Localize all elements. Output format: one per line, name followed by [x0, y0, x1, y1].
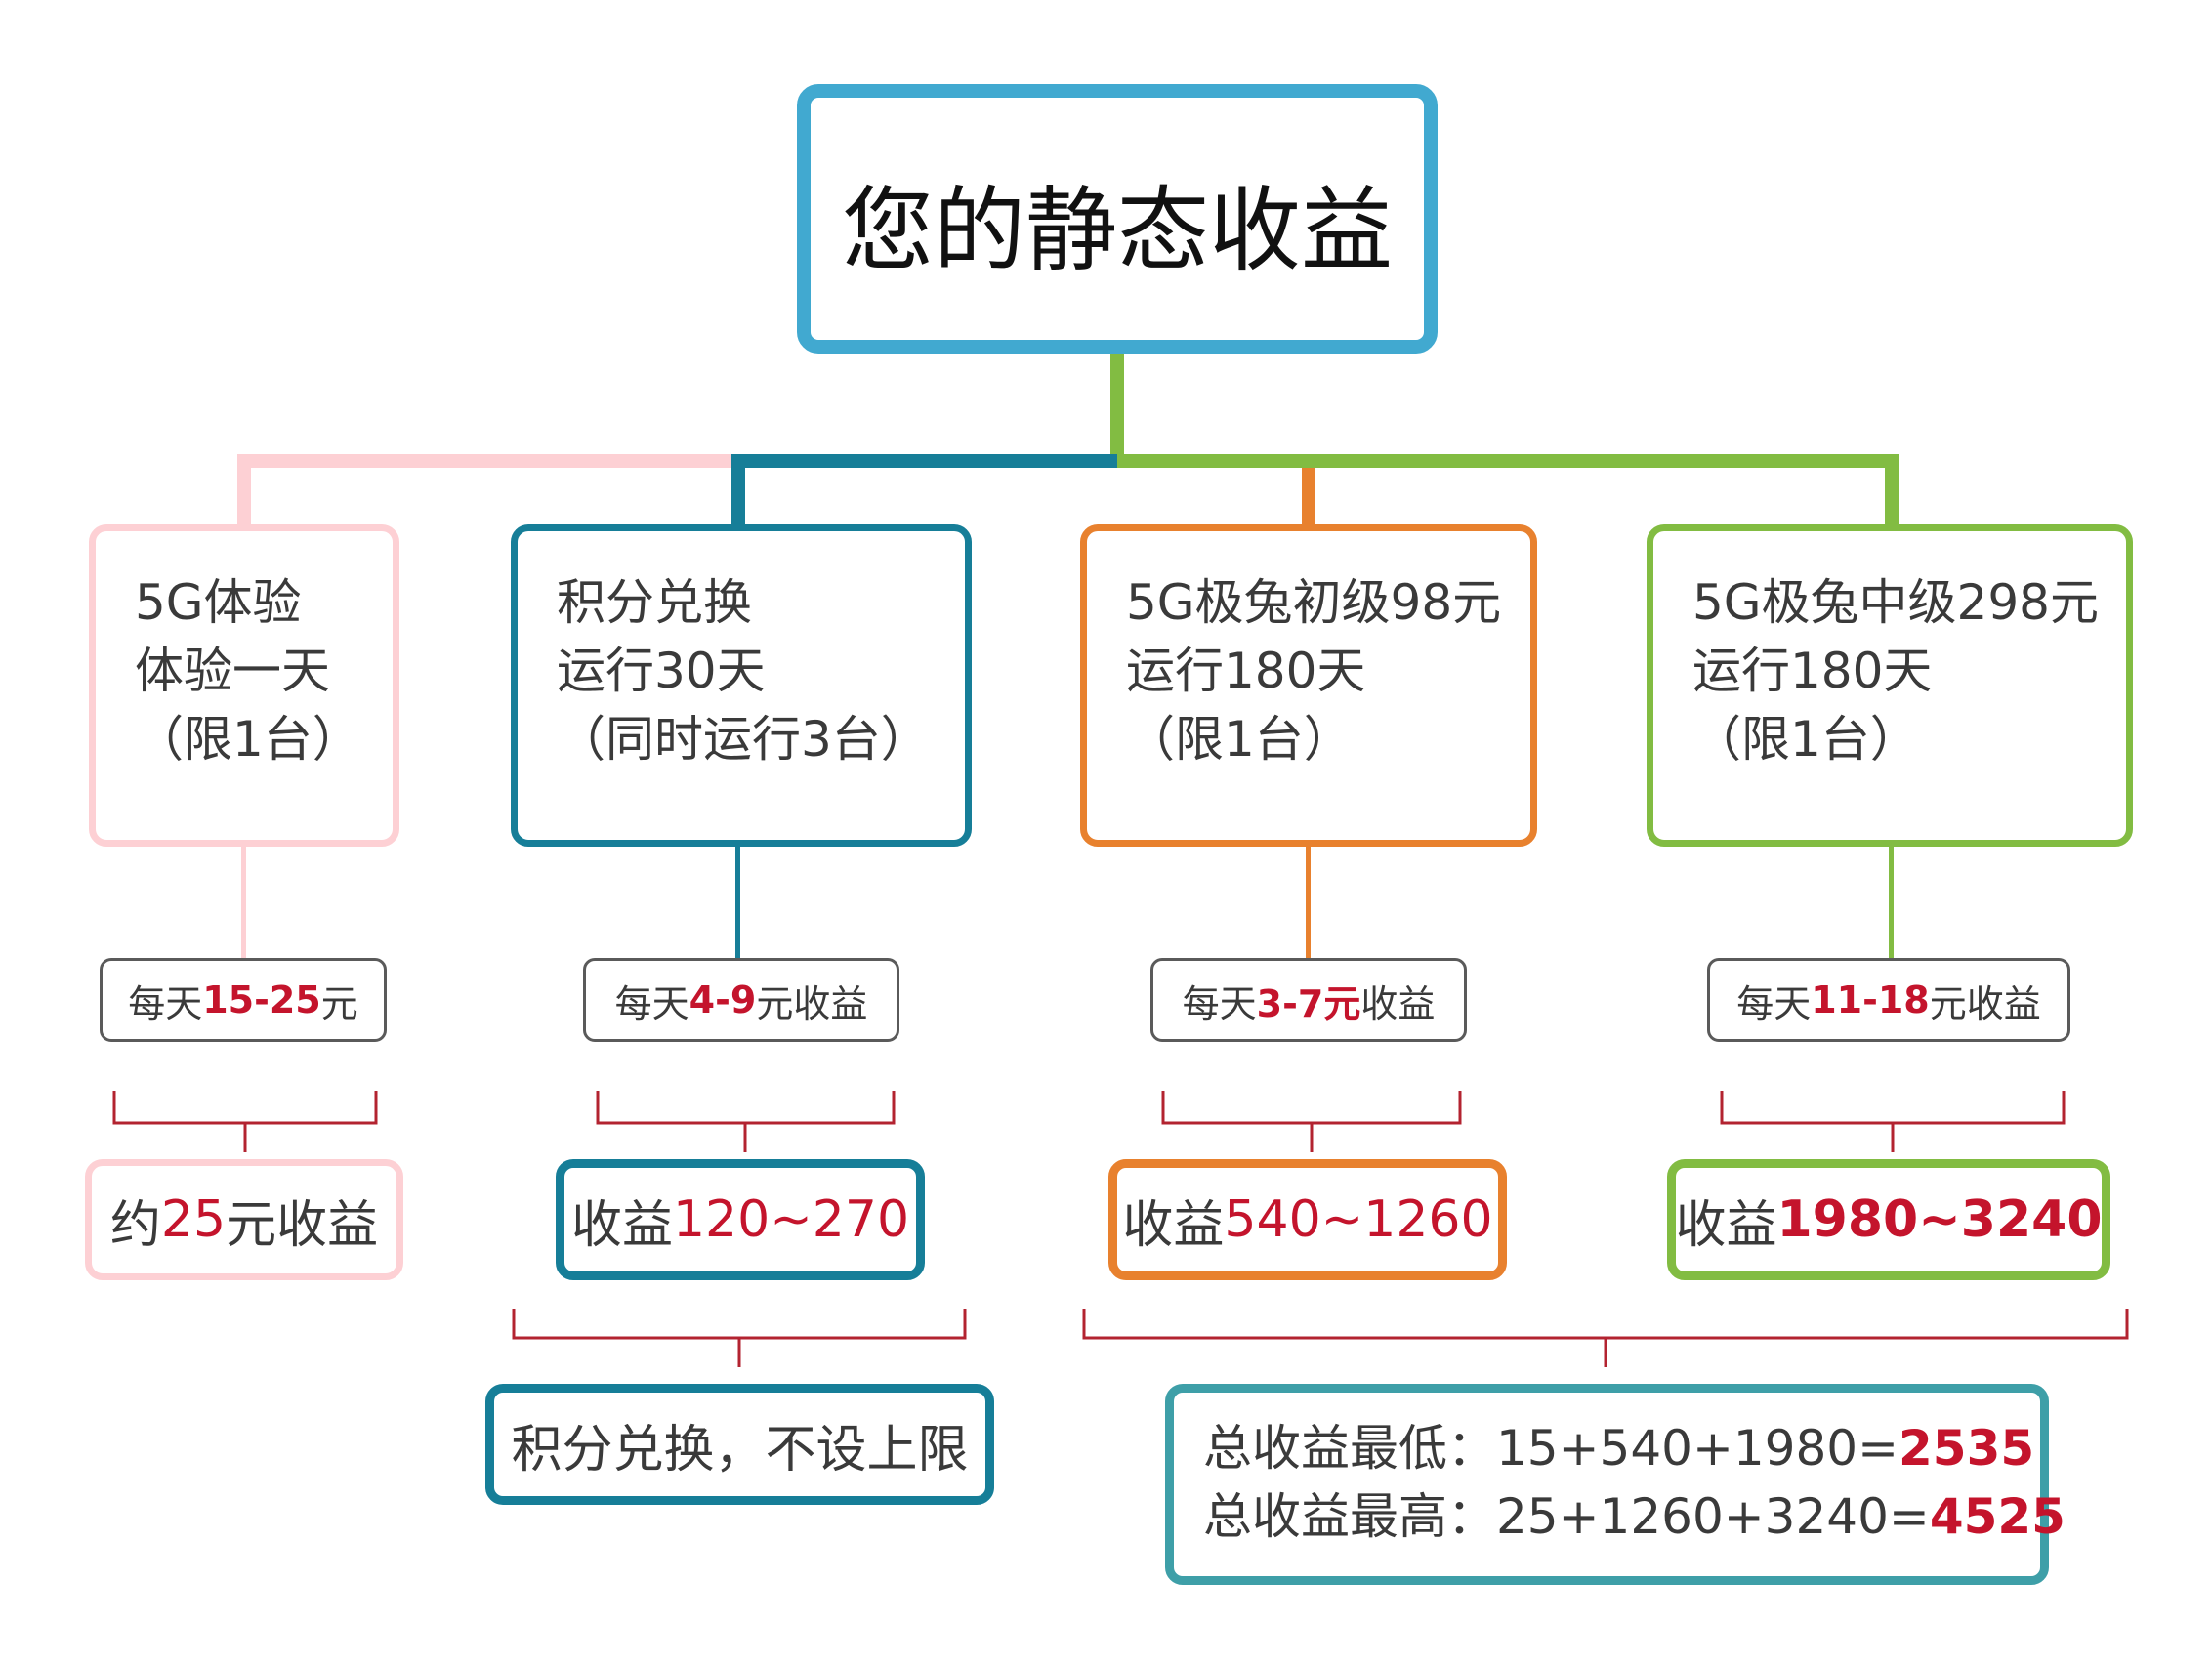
stem-pink	[241, 847, 246, 958]
summary-max-value: 4525	[1929, 1488, 2066, 1545]
daily-value: 3-7元	[1256, 981, 1361, 1025]
daily-value: 4-9	[689, 979, 757, 1021]
drop-pink	[237, 454, 251, 524]
result-value: 540~1260	[1224, 1190, 1493, 1249]
daily-suffix: 元	[320, 981, 358, 1025]
summary-box: 总收益最低：15+540+1980=2535 总收益最高：25+1260+324…	[1165, 1384, 2066, 1585]
package-line: （限1台）	[135, 711, 361, 768]
result-prefix: 收益	[570, 1195, 673, 1255]
page-title: 您的静态收益	[841, 178, 1393, 284]
daily-suffix: 元收益	[756, 981, 868, 1025]
result-value: 1980~3240	[1776, 1190, 2103, 1249]
package-line: 积分兑换	[557, 574, 752, 631]
summary-max-label: 总收益最高：25+1260+3240=	[1203, 1488, 1930, 1545]
package-box-5g-trial: 5G体验 体验一天 （限1台）	[89, 524, 399, 847]
package-line: 5G体验	[135, 574, 302, 631]
drop-green	[1885, 454, 1899, 524]
result-value: 120~270	[672, 1190, 910, 1249]
package-line: 5G极兔初级98元	[1126, 574, 1502, 631]
daily-prefix: 每天	[128, 981, 203, 1025]
root-stem	[1110, 354, 1124, 461]
daily-value: 15-25	[202, 979, 321, 1021]
bracket-5	[512, 1309, 967, 1367]
drop-teal	[731, 454, 745, 524]
bracket-3	[1161, 1091, 1462, 1152]
summary-min-label: 总收益最低：15+540+1980=	[1203, 1420, 1899, 1477]
branch-bar-pink	[237, 454, 737, 468]
package-line: 体验一天	[135, 643, 330, 699]
result-prefix: 约	[109, 1195, 161, 1255]
bracket-2	[596, 1091, 896, 1152]
daily-prefix: 每天	[1182, 981, 1257, 1025]
package-line: （限1台）	[1126, 711, 1353, 768]
summary-min-value: 2535	[1899, 1420, 2035, 1477]
package-line: （限1台）	[1692, 711, 1919, 768]
stem-teal	[735, 847, 740, 958]
daily-prefix: 每天	[1736, 981, 1812, 1025]
package-line: 运行180天	[1692, 643, 1933, 699]
summary-max-line: 总收益最高：25+1260+3240=4525	[1203, 1482, 2066, 1551]
daily-value: 11-18	[1811, 979, 1930, 1021]
root-box: 您的静态收益	[797, 84, 1438, 354]
package-line: 运行180天	[1126, 643, 1366, 699]
bracket-4	[1720, 1091, 2066, 1152]
result-prefix: 收益	[1122, 1195, 1225, 1255]
points-unlimited-text: 积分兑换，不设上限	[511, 1420, 969, 1479]
package-box-intermediate: 5G极兔中级298元 运行180天 （限1台）	[1647, 524, 2133, 847]
drop-orange	[1302, 468, 1315, 524]
stem-green	[1889, 847, 1894, 958]
daily-suffix: 元收益	[1929, 981, 2041, 1025]
summary-min-line: 总收益最低：15+540+1980=2535	[1203, 1414, 2066, 1482]
bracket-1	[112, 1091, 378, 1152]
package-line: 5G极兔中级298元	[1692, 574, 2099, 631]
result-prefix: 收益	[1675, 1195, 1777, 1255]
package-line: （同时运行3台）	[557, 711, 930, 768]
package-box-basic: 5G极兔初级98元 运行180天 （限1台）	[1080, 524, 1537, 847]
daily-prefix: 每天	[614, 981, 689, 1025]
stem-orange	[1306, 847, 1311, 958]
branch-bar-teal	[737, 454, 1123, 468]
bracket-6	[1082, 1309, 2129, 1367]
result-value: 25	[160, 1190, 227, 1249]
package-line: 运行30天	[557, 643, 766, 699]
daily-suffix: 收益	[1360, 981, 1436, 1025]
package-box-points: 积分兑换 运行30天 （同时运行3台）	[511, 524, 972, 847]
points-unlimited-box: 积分兑换，不设上限	[485, 1384, 994, 1505]
branch-bar-green	[1117, 454, 1899, 468]
result-suffix: 元收益	[226, 1195, 379, 1255]
